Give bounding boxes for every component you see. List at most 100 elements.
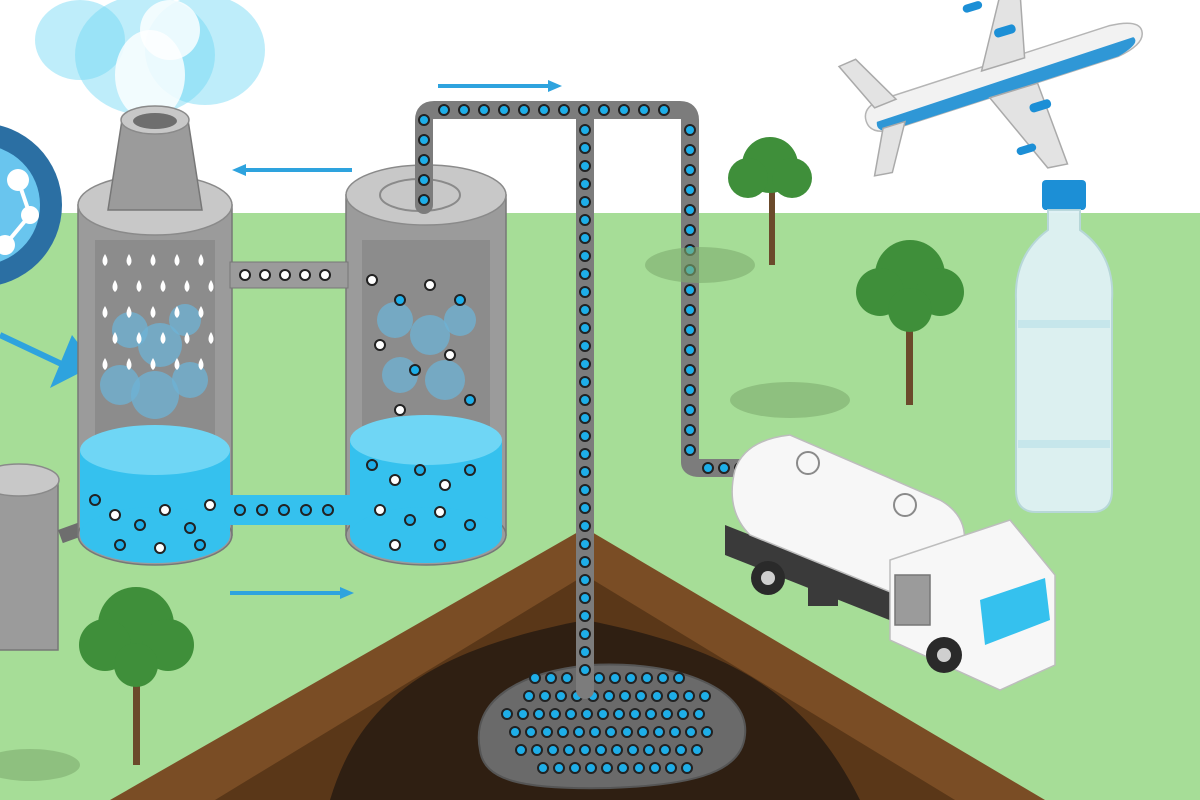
co2-dot — [394, 404, 406, 416]
water-droplet — [208, 332, 214, 344]
co2-dot — [718, 462, 730, 474]
co2-dot — [579, 574, 591, 586]
co2-dot — [517, 708, 529, 720]
co2-dot — [533, 708, 545, 720]
co2-dot — [699, 690, 711, 702]
water-droplet — [174, 254, 180, 266]
co2-dot — [638, 104, 650, 116]
water-droplet — [174, 358, 180, 370]
co2-dot — [579, 196, 591, 208]
pipeline-co2-dots — [418, 104, 746, 676]
co2-dot — [684, 444, 696, 456]
co2-dot — [539, 690, 551, 702]
co2-dot — [278, 504, 290, 516]
co2-dot — [366, 274, 378, 286]
co2-dot — [684, 344, 696, 356]
co2-dot — [681, 762, 693, 774]
co2-dot — [464, 519, 476, 531]
water-droplet — [102, 306, 108, 318]
co2-dot — [701, 726, 713, 738]
co2-dot — [683, 690, 695, 702]
co2-dot — [661, 708, 673, 720]
co2-dot — [579, 304, 591, 316]
co2-dot — [239, 269, 251, 281]
flow-arrow-top — [438, 80, 562, 92]
co2-dot — [563, 744, 575, 756]
co2-dot — [684, 124, 696, 136]
co2-dot — [561, 672, 573, 684]
co2-dot — [621, 726, 633, 738]
co2-dot — [518, 104, 530, 116]
co2-dot — [579, 412, 591, 424]
co2-dot — [114, 539, 126, 551]
co2-dot — [579, 484, 591, 496]
co2-dot — [649, 762, 661, 774]
co2-dot — [633, 762, 645, 774]
co2-dot — [579, 160, 591, 172]
co2-dot — [523, 690, 535, 702]
co2-dot — [557, 726, 569, 738]
water-droplet — [184, 280, 190, 292]
co2-dot — [643, 744, 655, 756]
co2-dot — [579, 430, 591, 442]
co2-dot — [669, 726, 681, 738]
co2-dot — [579, 214, 591, 226]
co2-dot — [558, 104, 570, 116]
co2-dot — [573, 726, 585, 738]
water-droplet — [150, 358, 156, 370]
co2-dot — [299, 269, 311, 281]
co2-dot — [434, 506, 446, 518]
co2-dot — [234, 504, 246, 516]
co2-dot — [658, 104, 670, 116]
water-droplet — [136, 332, 142, 344]
water-droplet — [112, 332, 118, 344]
co2-dot — [579, 358, 591, 370]
co2-dot — [579, 232, 591, 244]
co2-dot — [675, 744, 687, 756]
co2-dot — [454, 294, 466, 306]
co2-dot — [525, 726, 537, 738]
co2-dot — [134, 519, 146, 531]
co2-dot — [677, 708, 689, 720]
co2-dot — [684, 424, 696, 436]
air-intake-arrow — [0, 332, 95, 388]
co2-dot — [374, 504, 386, 516]
co2-dot — [531, 744, 543, 756]
co2-dot — [579, 178, 591, 190]
co2-dot — [667, 690, 679, 702]
co2-dot — [617, 762, 629, 774]
tree-icon — [0, 137, 964, 781]
co2-dot — [637, 726, 649, 738]
co2-dot — [547, 744, 559, 756]
co2-dot — [691, 744, 703, 756]
co2-dot — [579, 340, 591, 352]
co2-dot — [418, 194, 430, 206]
co2-dot — [684, 184, 696, 196]
water-droplet — [102, 358, 108, 370]
water-droplet — [198, 306, 204, 318]
water-droplet — [174, 306, 180, 318]
co2-dot — [418, 174, 430, 186]
co2-dot — [394, 294, 406, 306]
tank-co2-dots — [89, 269, 476, 554]
co2-dot — [578, 104, 590, 116]
co2-dot — [579, 628, 591, 640]
co2-dot — [300, 504, 312, 516]
co2-dot — [673, 672, 685, 684]
co2-dot — [613, 708, 625, 720]
co2-dot — [537, 762, 549, 774]
co2-dot — [579, 520, 591, 532]
co2-dot — [404, 514, 416, 526]
co2-dot — [579, 268, 591, 280]
co2-dot — [414, 464, 426, 476]
separator-tank-icon — [345, 164, 507, 566]
co2-dot — [501, 708, 513, 720]
co2-dot — [154, 542, 166, 554]
co2-dot — [579, 466, 591, 478]
co2-dot — [595, 744, 607, 756]
co2-dot — [424, 279, 436, 291]
co2-dot — [109, 509, 121, 521]
co2-dot — [684, 144, 696, 156]
co2-dot — [598, 104, 610, 116]
co2-dot — [593, 672, 605, 684]
